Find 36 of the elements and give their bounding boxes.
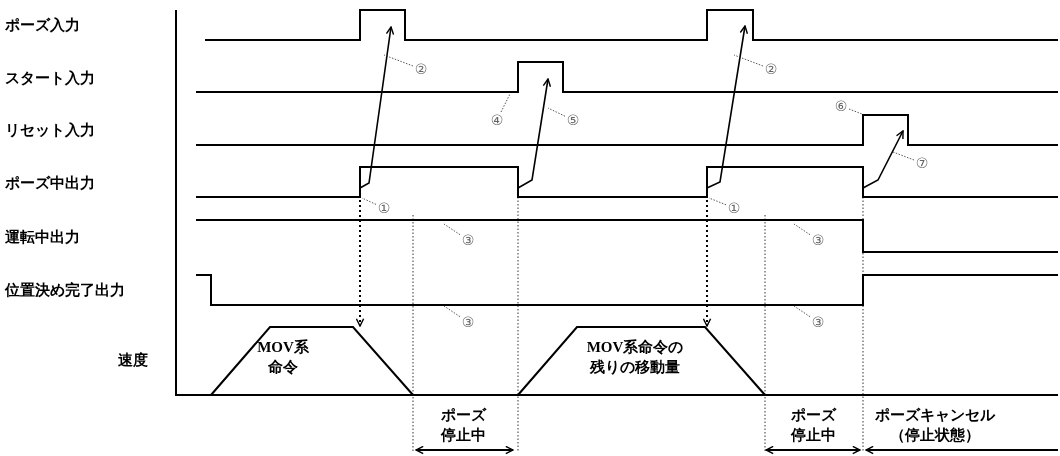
callout-number: ②	[413, 61, 429, 77]
trapezoid-label: MOV系命令の残りの移動量	[585, 338, 685, 377]
signal-name: ポーズ中出力	[5, 174, 95, 193]
leader-line	[892, 151, 915, 161]
period-label: ポーズ停止中	[439, 406, 488, 445]
signal-name: リセット入力	[5, 121, 95, 140]
leader-line	[361, 197, 377, 205]
leader-line	[443, 305, 461, 318]
leader-line	[793, 305, 811, 318]
signal-name: スタート入力	[5, 69, 95, 88]
signal-name: ポーズ入力	[5, 16, 80, 35]
callout-number: ⑦	[914, 155, 930, 171]
period-label: ポーズ停止中	[789, 406, 838, 445]
callout-number: ③	[810, 314, 826, 330]
callout-number: ④	[489, 112, 505, 128]
callout-number: ③	[810, 232, 826, 248]
leader-line	[733, 54, 764, 67]
leader-line	[500, 93, 511, 113]
leader-line	[383, 54, 414, 67]
callout-number: ①	[726, 200, 742, 216]
leader-line	[793, 223, 811, 236]
axis-label: 速度	[118, 351, 148, 370]
callout-number: ③	[460, 314, 476, 330]
period-label: ポーズキャンセル（停止状態）	[874, 406, 996, 445]
leader-line	[848, 108, 863, 115]
callout-number: ①	[376, 200, 392, 216]
trapezoid-label: MOV系命令	[256, 338, 310, 377]
callout-number: ⑥	[833, 98, 849, 114]
leader-line	[443, 223, 461, 236]
signal-name: 位置決め完了出力	[5, 281, 125, 300]
leader-line	[708, 197, 727, 206]
callout-number: ⑤	[565, 112, 581, 128]
callout-number: ③	[460, 232, 476, 248]
signal-name: 運転中出力	[5, 228, 80, 247]
leader-line	[547, 107, 566, 117]
callout-number: ②	[763, 61, 779, 77]
